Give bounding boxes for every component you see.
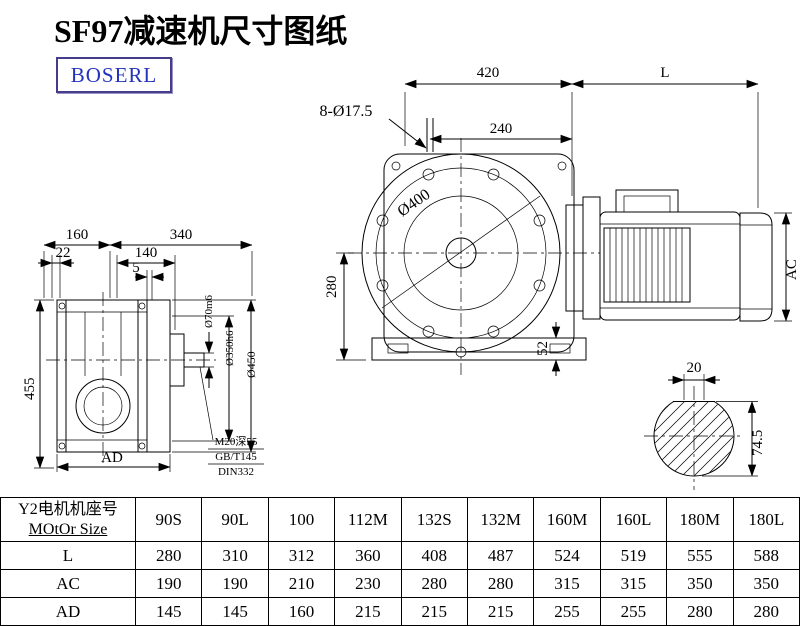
front-dimensions: 280 Ø400 52 bbox=[324, 186, 561, 376]
column-header: 180L bbox=[732, 497, 800, 542]
table-cell: 215 bbox=[400, 597, 468, 626]
dim-140-label: 140 bbox=[135, 245, 158, 261]
table-cell: 145 bbox=[201, 597, 269, 626]
table-cell: 588 bbox=[732, 541, 800, 570]
table-cell: 280 bbox=[666, 597, 734, 626]
dia-400-label: Ø400 bbox=[395, 186, 434, 220]
table-cell: 215 bbox=[334, 597, 402, 626]
dim-5-label: 5 bbox=[132, 260, 140, 276]
table-cell: 190 bbox=[134, 569, 203, 598]
header-cn-label: Y2电机机座号 bbox=[18, 500, 118, 518]
front-view bbox=[348, 118, 600, 375]
dia-450-label: Ø450 bbox=[244, 351, 258, 378]
table-cell: 190 bbox=[201, 569, 269, 598]
table-cell: 255 bbox=[533, 597, 601, 626]
table-cell: 310 bbox=[201, 541, 269, 570]
dia-70m6-label: Ø70m6 bbox=[203, 295, 215, 329]
note-tap-label: M20深55 bbox=[215, 435, 258, 448]
holes-callout-label: 8-Ø17.5 bbox=[320, 103, 373, 120]
table-cell: 312 bbox=[267, 541, 336, 570]
dim-22-label: 22 bbox=[56, 245, 71, 261]
page-title: SF97减速机尺寸图纸 bbox=[54, 13, 348, 49]
dim-AD-label: AD bbox=[101, 450, 123, 466]
column-header: 180M bbox=[666, 497, 734, 542]
dim-AC-label: AC bbox=[784, 259, 800, 280]
table-cell: 519 bbox=[599, 541, 668, 570]
column-header: 100 bbox=[267, 497, 336, 542]
shaft-section: 20 74.5 bbox=[644, 360, 766, 490]
column-header: 90L bbox=[201, 497, 269, 542]
column-header: 112M bbox=[334, 497, 402, 542]
table-cell: 555 bbox=[666, 541, 734, 570]
dim-160-label: 160 bbox=[66, 227, 89, 243]
table-cell: 280 bbox=[732, 597, 800, 626]
dim-20-label: 20 bbox=[687, 360, 702, 376]
side-view bbox=[46, 292, 216, 464]
column-header: 90S bbox=[134, 497, 203, 542]
table-cell: 145 bbox=[134, 597, 203, 626]
table-row-AD: AD 145 145 160 215 215 215 255 255 280 2… bbox=[0, 597, 800, 626]
table-cell: 280 bbox=[466, 569, 535, 598]
column-header: 132S bbox=[400, 497, 468, 542]
row-label: L bbox=[0, 541, 136, 570]
table-cell: 315 bbox=[599, 569, 668, 598]
table-cell: 360 bbox=[334, 541, 402, 570]
dim-52-label: 52 bbox=[535, 341, 551, 356]
dim-420-label: 420 bbox=[477, 65, 500, 81]
dim-L-label: L bbox=[660, 65, 669, 81]
table-cell: 350 bbox=[666, 569, 734, 598]
note-gb-label: GB/T145 bbox=[215, 451, 257, 463]
table-cell: 215 bbox=[466, 597, 535, 626]
table-cell: 255 bbox=[599, 597, 668, 626]
table-cell: 230 bbox=[334, 569, 402, 598]
table-cell: 160 bbox=[267, 597, 336, 626]
table-header-row: Y2电机机座号 MOtOr Size 90S 90L 100 112M 132S… bbox=[0, 497, 800, 542]
motor-view bbox=[565, 189, 773, 322]
motor-size-header-cell: Y2电机机座号 MOtOr Size bbox=[0, 497, 136, 542]
dim-74_5-label: 74.5 bbox=[750, 430, 766, 456]
table-cell: 280 bbox=[134, 541, 203, 570]
column-header: 160M bbox=[533, 497, 601, 542]
dim-455-label: 455 bbox=[22, 378, 38, 401]
dia-350h6-label: Ø350h6 bbox=[224, 330, 236, 366]
note-din-label: DIN332 bbox=[218, 466, 254, 478]
side-view-dimensions: 160 340 22 140 5 455 AD Ø70m6 bbox=[22, 227, 264, 478]
table-cell: 210 bbox=[267, 569, 336, 598]
table-row-AC: AC 190 190 210 230 280 280 315 315 350 3… bbox=[0, 569, 800, 598]
dim-240-label: 240 bbox=[490, 121, 513, 137]
row-label: AD bbox=[0, 597, 136, 626]
column-header: 132M bbox=[466, 497, 535, 542]
table-cell: 350 bbox=[732, 569, 800, 598]
table-cell: 280 bbox=[400, 569, 468, 598]
table-cell: 487 bbox=[466, 541, 535, 570]
dim-280-label: 280 bbox=[324, 276, 340, 299]
table-cell: 408 bbox=[400, 541, 468, 570]
brand-logo: BOSERL bbox=[56, 57, 172, 93]
top-dimensions: 420 L 240 8-Ø17.5 bbox=[320, 65, 759, 208]
header-en-label: MOtOr Size bbox=[28, 520, 108, 538]
brand-logo-text: BOSERL bbox=[70, 62, 158, 87]
dim-340-label: 340 bbox=[170, 227, 193, 243]
motor-dimensions: AC bbox=[774, 212, 800, 322]
table-cell: 315 bbox=[533, 569, 601, 598]
motor-size-table: Y2电机机座号 MOtOr Size 90S 90L 100 112M 132S… bbox=[0, 497, 800, 626]
table-cell: 524 bbox=[533, 541, 601, 570]
row-label: AC bbox=[0, 569, 136, 598]
column-header: 160L bbox=[599, 497, 668, 542]
table-row-L: L 280 310 312 360 408 487 524 519 555 58… bbox=[0, 541, 800, 570]
